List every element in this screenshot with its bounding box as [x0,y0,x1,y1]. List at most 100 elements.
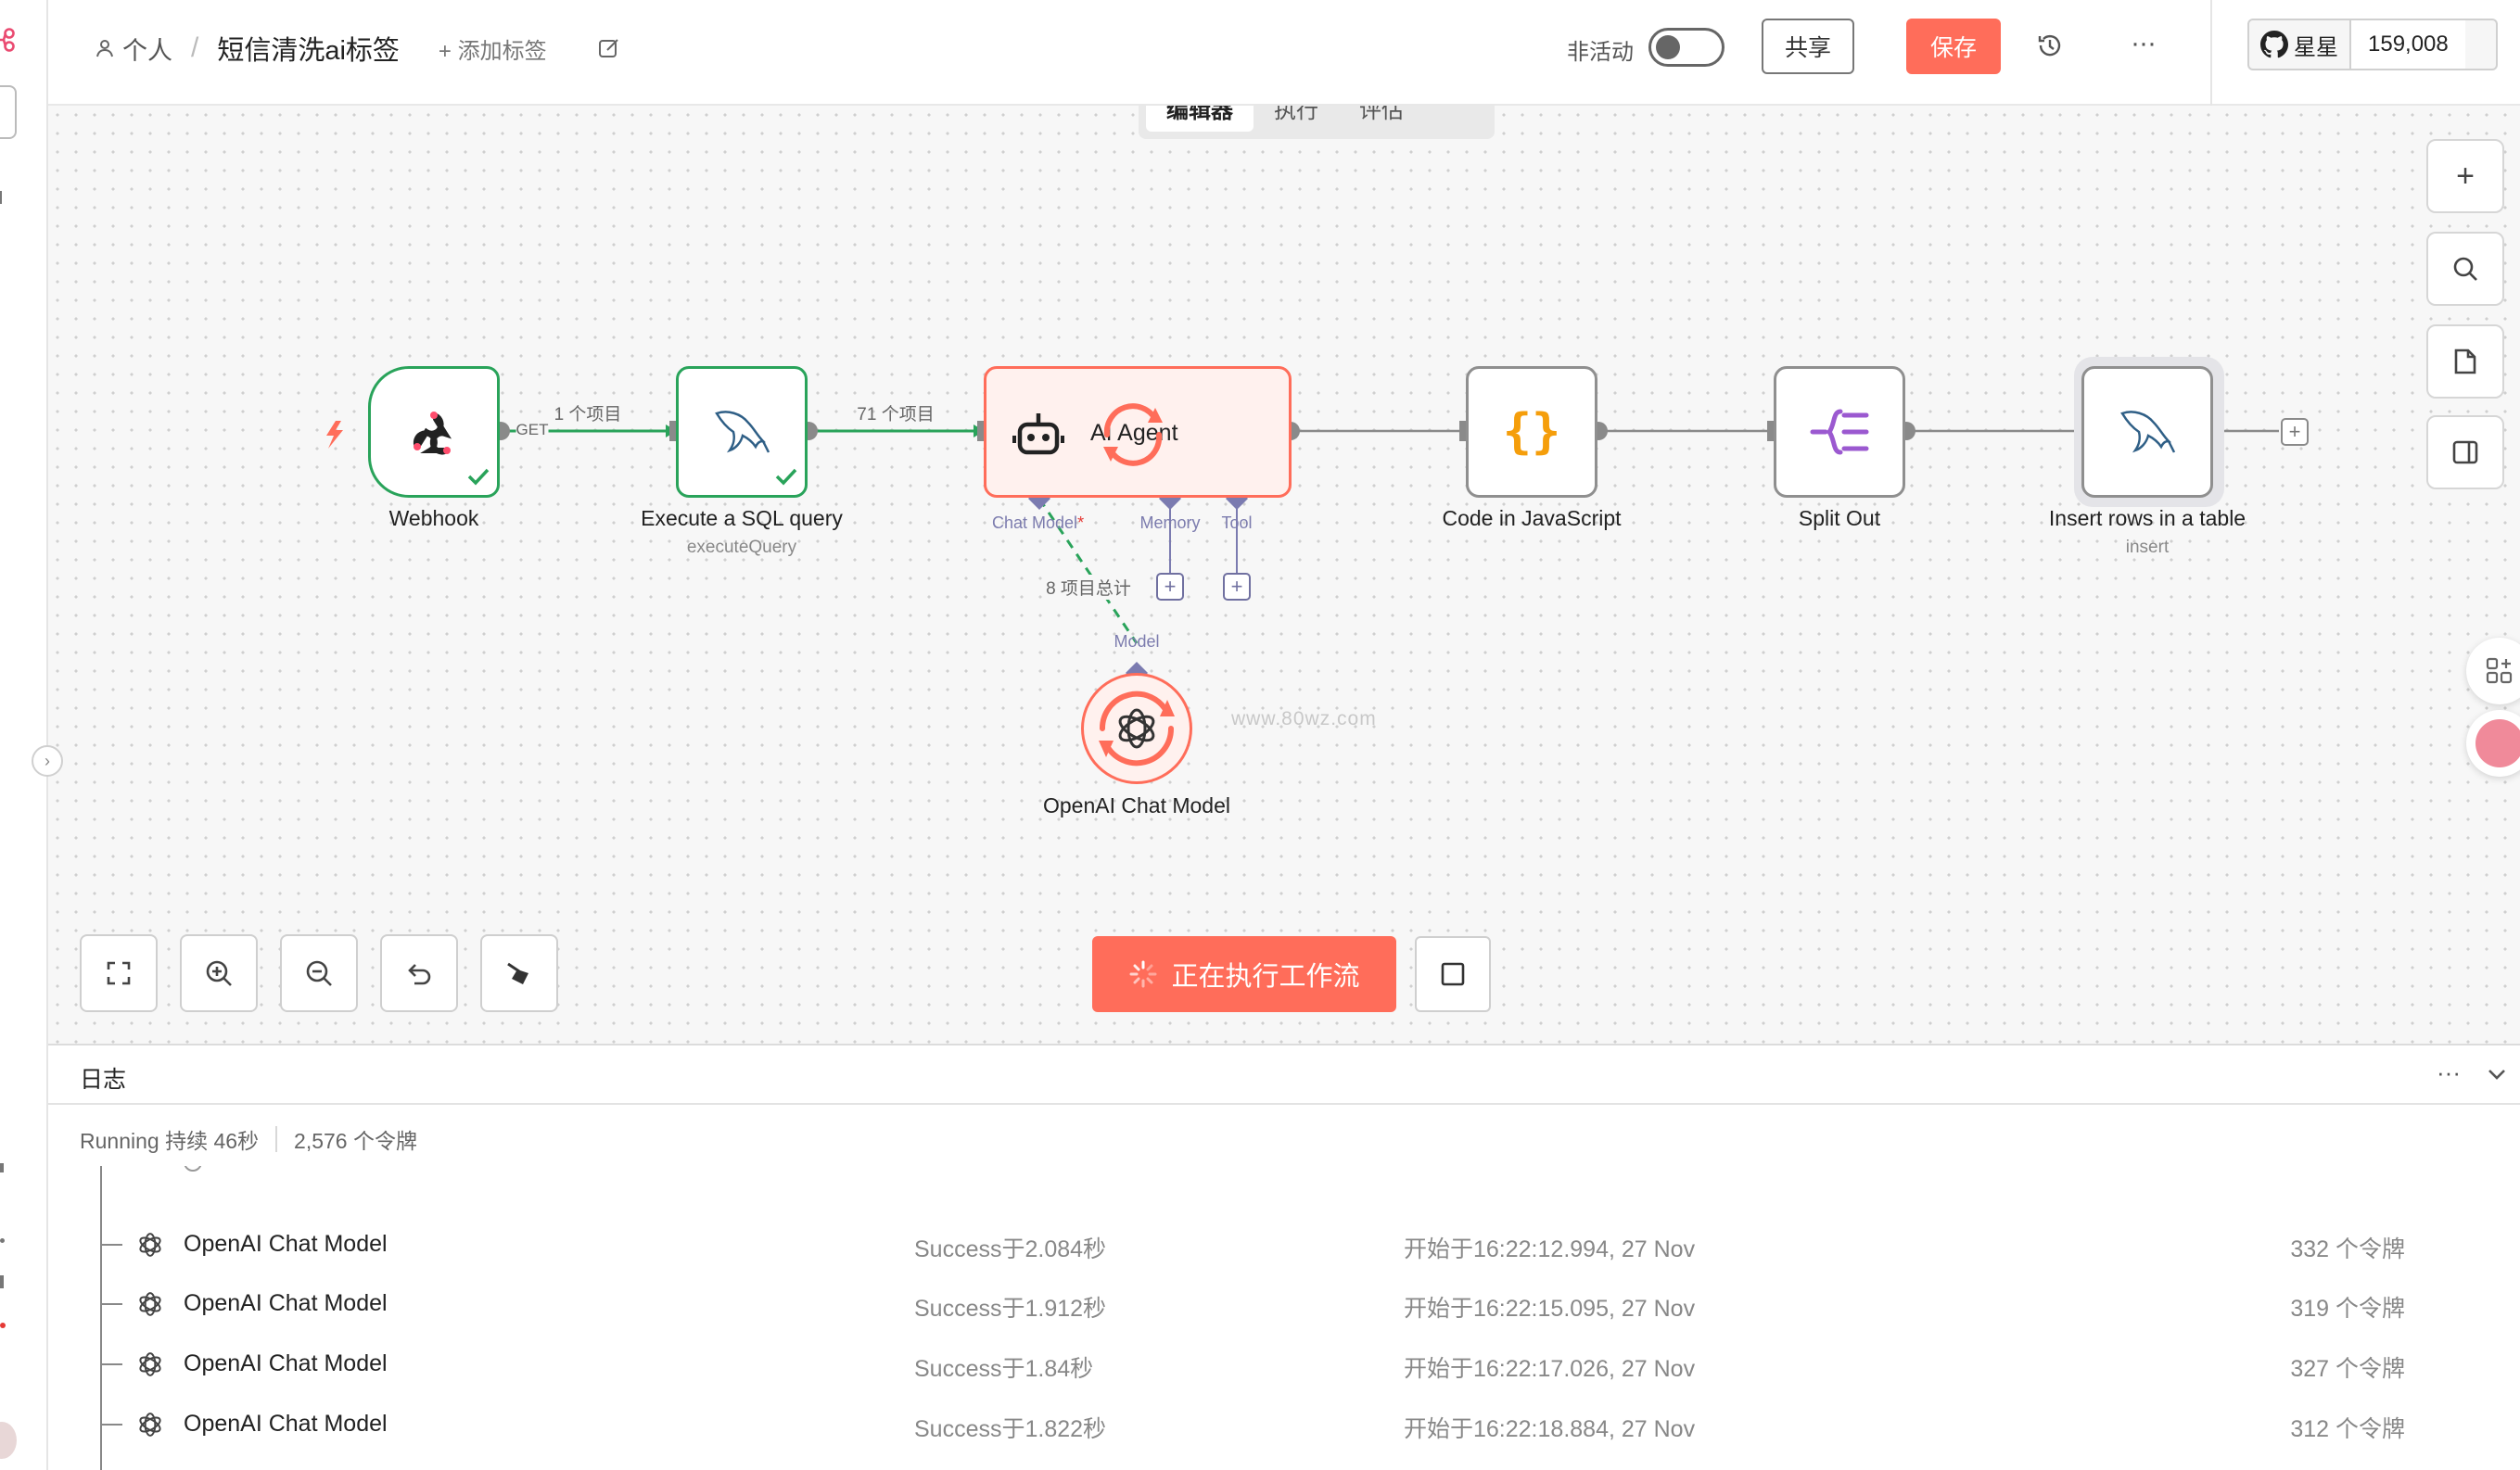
edge-label-method: GET [515,421,549,439]
log-status-text: Success于2.084秒 [914,1236,1107,1262]
executing-workflow-button[interactable]: 正在执行工作流 [1092,936,1396,1012]
logs-status: Running 持续 46秒 [80,1129,260,1153]
workflow-name[interactable]: 短信清洗ai标签 [217,36,400,66]
user-avatar[interactable] [0,1422,17,1459]
tab-executions[interactable]: 执行 [1254,106,1339,132]
logs-tokens: 2,576 个令牌 [294,1129,417,1153]
sidebar-notification-dot [0,1323,6,1328]
undo-icon [408,964,431,985]
workflow-connections [326,421,2279,684]
robot-icon [1012,413,1064,455]
left-sidebar: › [0,0,63,1470]
node-webhook-label: Webhook [388,506,479,530]
node-webhook[interactable] [368,366,500,498]
node-insert-rows[interactable] [2081,366,2213,498]
collapse-chevron-icon[interactable] [2487,1068,2507,1083]
add-tool-button[interactable]: + [1223,573,1251,601]
share-button[interactable]: 共享 [1762,19,1854,74]
add-tag-button[interactable]: + 添加标签 [438,38,547,64]
tree-branch [100,1424,122,1426]
openai-icon [135,1230,165,1264]
zoom-in-icon [206,960,232,986]
plus-icon: + [2288,420,2301,443]
openai-icon [135,1410,165,1444]
running-spinner-icon [1103,403,1163,466]
workflow-canvas[interactable]: 编辑器 执行 评估 [48,106,2520,1044]
edge-model-agent[interactable] [1037,498,1139,644]
log-node-name: OpenAI Chat Model [184,1411,388,1437]
edge-label-sql-agent: 71 个项目 [857,405,935,425]
zoom-out-icon [306,960,332,986]
github-stars-widget[interactable]: 星星 159,008 [2247,19,2498,70]
github-stars-button[interactable]: 星星 [2249,20,2351,69]
node-split-out[interactable] [1774,366,1905,498]
translate-float-button[interactable] [2466,710,2520,777]
sidebar-expand-button[interactable]: › [32,745,63,777]
n8n-logo-icon[interactable] [0,28,17,52]
running-spinner-icon [1099,691,1175,767]
history-icon[interactable] [2036,32,2064,59]
sidebar-item-dot[interactable] [0,191,2,204]
search-nodes-button[interactable] [2426,232,2504,306]
top-header: 个人 / 短信清洗ai标签 + 添加标签 非活动 共享 保存 ··· 星星 15… [48,0,2520,106]
input-handle[interactable] [1459,421,1467,441]
sidebar-item-dot[interactable] [0,1163,4,1172]
input-handle[interactable] [669,421,677,441]
tree-line [100,1166,102,1470]
zoom-in-button[interactable] [180,934,258,1012]
log-status: Success于1.822秒 [914,1411,1106,1444]
openai-icon [1118,708,1155,749]
edge-label-model-items: 8 项目总计 [1042,575,1135,600]
stop-execution-button[interactable] [1415,936,1491,1012]
sidebar-item-dot[interactable] [0,1238,5,1243]
fit-view-button[interactable] [80,934,158,1012]
log-row[interactable]: OpenAI Chat ModelRunning 持续 0秒开始于16:22:2… [48,1455,2520,1470]
add-node-end-button[interactable]: + [2281,418,2309,446]
logs-more-button[interactable]: ··· [2437,1058,2461,1086]
search-icon [2453,257,2477,281]
toggle-knob [1656,35,1680,59]
view-tabs: 编辑器 执行 评估 [1139,106,1495,139]
input-handle[interactable] [1767,421,1775,441]
save-button[interactable]: 保存 [1906,19,2001,74]
log-tokens: 327 个令牌 [2290,1356,2405,1382]
svg-text:{}: {} [1503,404,1561,460]
breadcrumb-owner[interactable]: 个人 [122,36,172,65]
log-start-time: 开始于16:22:15.095, 27 Nov [1404,1296,1696,1322]
active-toggle[interactable] [1648,28,1725,67]
apps-float-button[interactable] [2466,638,2520,704]
add-sticky-note-button[interactable] [2426,324,2504,399]
node-execute-sql-label: Execute a SQL query [641,506,843,530]
fullscreen-icon [107,961,131,985]
add-memory-button[interactable]: + [1156,573,1184,601]
add-node-button[interactable]: + [2426,139,2504,213]
node-code-js[interactable]: {} [1466,366,1597,498]
sidebar-new-button[interactable] [0,85,17,139]
node-ai-agent[interactable]: AI Agent [984,366,1292,498]
log-status: Success于1.84秒 [914,1350,1093,1384]
toggle-panel-button[interactable] [2426,415,2504,489]
tree-branch [100,1303,122,1305]
edit-description-icon[interactable] [597,36,621,60]
tab-editor[interactable]: 编辑器 [1146,106,1254,132]
input-handle[interactable] [977,421,985,441]
tab-evaluations[interactable]: 评估 [1339,106,1424,132]
logs-summary: Running 持续 46秒 2,576 个令牌 [80,1123,417,1155]
node-insert-rows-subtitle: insert [2125,538,2170,557]
log-status-text: Success于1.84秒 [914,1356,1094,1382]
node-execute-sql[interactable] [676,366,808,498]
node-openai-chat-model[interactable] [1081,673,1192,784]
log-node-name: OpenAI Chat Model [184,1350,388,1376]
undo-button[interactable] [380,934,458,1012]
zoom-out-button[interactable] [280,934,358,1012]
tab-editor-label: 编辑器 [1166,106,1233,123]
more-options-button[interactable]: ··· [2131,28,2157,58]
tidy-up-button[interactable] [480,934,558,1012]
executing-workflow-label: 正在执行工作流 [1171,962,1360,992]
node-split-out-label: Split Out [1798,506,1881,530]
sidebar-item-dot[interactable] [0,1275,4,1288]
